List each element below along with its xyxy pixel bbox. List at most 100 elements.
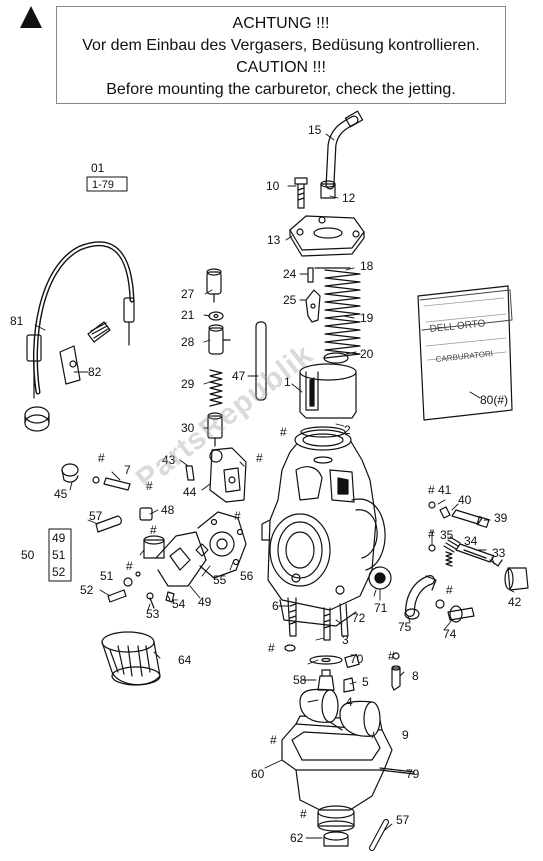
part-label: 41 xyxy=(438,483,452,497)
part-label: 01 xyxy=(91,161,105,175)
hash-marker: # xyxy=(146,479,153,493)
part-label: 79 xyxy=(406,767,420,781)
part-label: 4 xyxy=(346,695,353,709)
part-label: 52 xyxy=(52,565,66,579)
hash-marker: # xyxy=(270,733,277,747)
part-label: 52 xyxy=(80,583,94,597)
accelerator-pump-parts xyxy=(61,447,247,609)
part-label: 28 xyxy=(181,335,195,349)
idle-screw-parts xyxy=(428,501,529,591)
part-label: 20 xyxy=(360,347,374,361)
part-label: 64 xyxy=(178,653,192,667)
part-label: 30 xyxy=(181,421,195,435)
part-label: 62 xyxy=(290,831,304,845)
hash-marker: # xyxy=(268,641,275,655)
part-label: 9 xyxy=(402,728,409,742)
part-label: 70 xyxy=(350,652,364,666)
part-label: 1-79 xyxy=(92,179,114,191)
part-label: 45 xyxy=(54,487,68,501)
carburetor-body xyxy=(261,429,386,627)
part-label: 8 xyxy=(412,669,419,683)
part-label: 1 xyxy=(284,375,291,389)
part-label: 71 xyxy=(374,601,388,615)
notice-line-2: Vor dem Einbau des Vergasers, Bedüsung k… xyxy=(82,37,480,54)
part-label: 74 xyxy=(443,627,457,641)
part-label: 57 xyxy=(89,509,103,523)
notice-line-1: ACHTUNG !!! xyxy=(232,15,330,32)
part-label: 5 xyxy=(362,675,369,689)
part-label: 51 xyxy=(52,548,66,562)
hash-markers: # # # # # # # # # # # # # # xyxy=(98,425,453,821)
hash-marker: # xyxy=(446,583,453,597)
part-label: 75 xyxy=(398,620,412,634)
part-label: 49 xyxy=(52,531,66,545)
part-label: 56 xyxy=(240,569,254,583)
leader-lines xyxy=(34,133,515,839)
part-label: 24 xyxy=(283,267,297,281)
part-label: 49 xyxy=(198,595,212,609)
part-label: 44 xyxy=(183,485,197,499)
part-label: 25 xyxy=(283,293,297,307)
part-label: 13 xyxy=(267,233,281,247)
part-label: 80(#) xyxy=(480,393,508,407)
part-label: 2 xyxy=(344,423,351,437)
throttle-slide-1 xyxy=(299,352,357,419)
part-label: 12 xyxy=(342,191,356,205)
part-label: 53 xyxy=(146,607,160,621)
part-label: 21 xyxy=(181,308,195,322)
part-label: 48 xyxy=(161,503,175,517)
hash-marker: # xyxy=(150,523,157,537)
part-label: 18 xyxy=(360,259,374,273)
part-label: 72 xyxy=(352,611,366,625)
intake-sleeve-64 xyxy=(101,631,161,686)
notice-line-4: Before mounting the carburetor, check th… xyxy=(106,81,456,98)
part-label: 58 xyxy=(293,673,307,687)
part-label: 15 xyxy=(308,123,322,137)
part-label: 33 xyxy=(492,546,506,560)
gasket-seals xyxy=(284,426,346,652)
part-label: 40 xyxy=(458,493,472,507)
part-label: 29 xyxy=(181,377,195,391)
cable-adjuster-82 xyxy=(59,321,111,385)
jets-needle-valve xyxy=(287,597,360,693)
part-label: 50 xyxy=(21,548,35,562)
part-label: 55 xyxy=(213,573,227,587)
carburetor-cover-13 xyxy=(289,215,365,257)
hash-marker: # xyxy=(234,509,241,523)
part-label: 51 xyxy=(100,569,114,583)
part-labels: 01 1-79 81 82 15 10 12 13 18 24 25 19 20… xyxy=(10,123,522,845)
jetting-leaflet-80: DELL ORTO CARBURATORI xyxy=(417,285,513,421)
part-label: 7 xyxy=(124,463,131,477)
slide-spring-19 xyxy=(314,267,361,359)
part-label: 19 xyxy=(360,311,374,325)
part-label: 3 xyxy=(342,633,349,647)
float-9 xyxy=(299,688,381,737)
part-label: 82 xyxy=(88,365,102,379)
hot-start-parts xyxy=(368,566,475,623)
hash-marker: # xyxy=(280,425,287,439)
float-bowl-60 xyxy=(281,715,393,847)
part-label: 54 xyxy=(172,597,186,611)
notice-line-3: CAUTION !!! xyxy=(236,59,326,76)
part-label: 35 xyxy=(440,528,454,542)
part-label: 42 xyxy=(508,595,522,609)
part-label: 27 xyxy=(181,287,195,301)
part-label: 39 xyxy=(494,511,508,525)
hash-marker: # xyxy=(428,527,435,541)
throttle-cable xyxy=(24,241,135,432)
part-label: 81 xyxy=(10,314,24,328)
hash-marker: # xyxy=(300,807,307,821)
part-label: 6 xyxy=(272,599,279,613)
part-label: 57 xyxy=(396,813,410,827)
part-label: 10 xyxy=(266,179,280,193)
hash-marker: # xyxy=(256,451,263,465)
part-label: 47 xyxy=(232,369,246,383)
hash-marker: # xyxy=(388,649,395,663)
hash-marker: # xyxy=(98,451,105,465)
cable-elbow-15 xyxy=(325,110,364,190)
needle-clip-parts xyxy=(206,268,267,447)
part-label: 60 xyxy=(251,767,265,781)
warning-triangle-icon xyxy=(20,6,42,28)
